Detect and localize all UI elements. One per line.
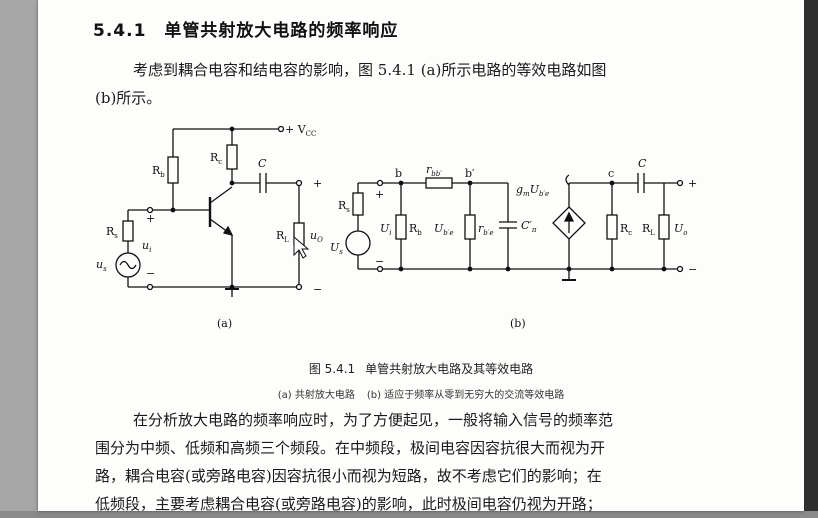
- plus-sign: +: [146, 212, 155, 225]
- label-rl: RL: [276, 229, 289, 244]
- label-us-b: Us: [330, 241, 343, 256]
- label-c: C: [258, 157, 267, 170]
- viewer-scrollbar[interactable]: [804, 0, 818, 511]
- figure-number: 图 5.4.1: [308, 362, 356, 376]
- body-line-3: 路，耦合电容(或旁路电容)因容抗很小而视为短路，故不考虑它们的影响；在: [95, 467, 602, 485]
- minus-sign: −: [375, 255, 384, 268]
- node-b-prime: b′: [465, 167, 475, 180]
- label-c-out: C: [638, 157, 647, 170]
- viewer-left-margin: [0, 0, 38, 511]
- label-vcc: + VCC: [285, 123, 316, 138]
- label-us: us: [96, 258, 107, 273]
- minus-sign: −: [146, 267, 155, 280]
- body-line-1: 在分析放大电路的频率响应时，为了方便起见，一般将输入信号的频率范: [133, 411, 614, 429]
- intro-line-1: 考虑到耦合电容和结电容的影响，图 5.4.1 (a)所示电路的等效电路如图: [133, 61, 607, 79]
- label-ui-b: Ui: [380, 222, 392, 237]
- figure-subcaption: (a) 共射放大电路 (b) 适应于频率从零到无穷大的交流等效电路: [38, 386, 804, 401]
- label-rc-b: Rc: [620, 222, 632, 237]
- plus-sign: +: [375, 188, 384, 201]
- section-number: 5.4.1: [93, 21, 147, 41]
- panel-a-label: (a): [217, 317, 232, 330]
- plus-sign: +: [688, 177, 697, 190]
- figure-caption: 图 5.4.1 单管共射放大电路及其等效电路: [38, 360, 804, 377]
- intro-line-2: (b)所示。: [95, 89, 162, 107]
- section-title: 单管共射放大电路的频率响应: [164, 21, 399, 41]
- document-page: 5.4.1 单管共射放大电路的频率响应 考虑到耦合电容和结电容的影响，图 5.4.…: [38, 0, 804, 513]
- minus-sign: −: [313, 283, 322, 296]
- section-heading: 5.4.1 单管共射放大电路的频率响应: [93, 16, 398, 41]
- subcaption-b: (b) 适应于频率从零到无穷大的交流等效电路: [366, 390, 565, 401]
- circuit-figure: + VCC Rb Rc C Rs ui us RL uO + − + − (a)…: [96, 123, 697, 330]
- label-rb: Rb: [152, 164, 165, 179]
- label-rs-b: Rs: [338, 199, 350, 214]
- label-gm: gmUb′e: [516, 183, 549, 198]
- label-rbe: rb′e: [478, 222, 493, 237]
- label-rb-b: Rb: [409, 222, 422, 237]
- mouse-cursor-icon: [293, 235, 310, 259]
- label-rl-b: RL: [642, 222, 655, 237]
- label-rs: Rs: [106, 225, 118, 240]
- node-b: b: [395, 167, 402, 180]
- node-c: c: [608, 167, 614, 180]
- label-uo-b: Uo: [674, 222, 688, 237]
- subcaption-a: (a) 共射放大电路: [277, 390, 355, 401]
- minus-sign: −: [688, 263, 697, 276]
- label-ui: ui: [142, 239, 151, 254]
- plus-sign: +: [313, 177, 322, 190]
- body-line-2: 围分为中频、低频和高频三个频段。在中频段，极间电容因容抗很大而视为开: [95, 439, 606, 457]
- label-rbb: rbb′: [426, 163, 442, 178]
- label-ube: Ub′e: [434, 222, 454, 237]
- panel-b-label: (b): [510, 317, 526, 330]
- body-line-4: 低频段，主要考虑耦合电容(或旁路电容)的影响，此时极间电容仍视为开路；: [95, 495, 602, 513]
- label-cpi: C′π: [521, 219, 537, 234]
- label-uo: uO: [310, 229, 323, 244]
- figure-title: 单管共射放大电路及其等效电路: [365, 362, 534, 376]
- label-rc: Rc: [210, 151, 222, 166]
